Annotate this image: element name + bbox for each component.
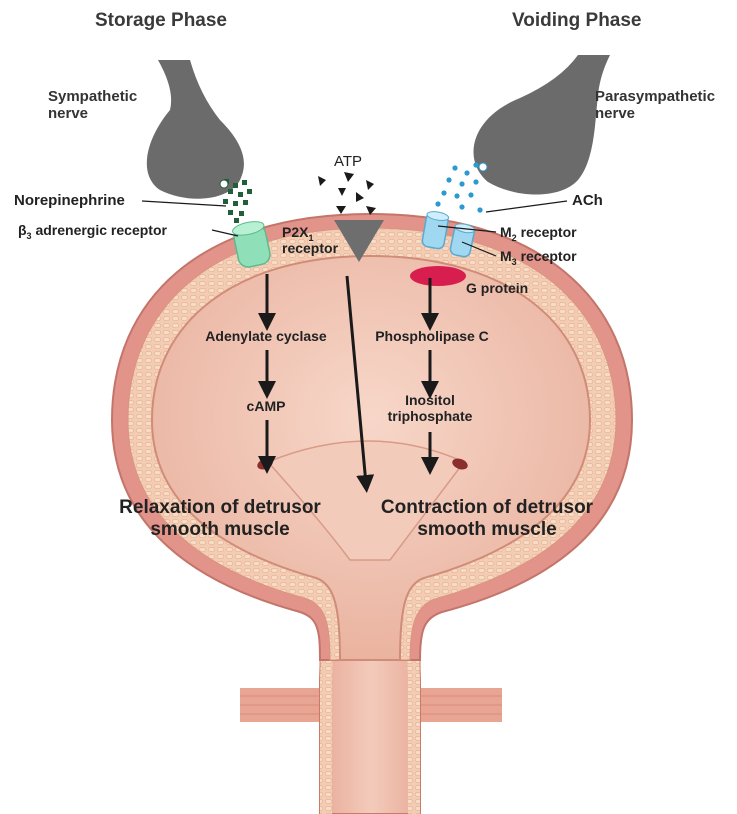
- camp-label: cAMP: [230, 398, 302, 414]
- ach-label: ACh: [572, 192, 603, 209]
- g-protein-shape: [410, 266, 466, 286]
- inositol-triphosphate-label: Inositol triphosphate: [364, 392, 496, 424]
- storage-phase-title: Storage Phase: [95, 10, 227, 32]
- beta3-text: adrenergic receptor: [32, 222, 167, 238]
- inositol-line2: triphosphate: [364, 408, 496, 424]
- norepinephrine-label: Norepinephrine: [14, 192, 125, 209]
- acetylcholine-molecules: [435, 162, 482, 212]
- sympathetic-nerve-line1: Sympathetic: [48, 88, 137, 105]
- p2x-text: P2X: [282, 224, 308, 240]
- relaxation-result-label: Relaxation of detrusor smooth muscle: [104, 497, 336, 541]
- contraction-result-label: Contraction of detrusor smooth muscle: [366, 497, 608, 541]
- parasympathetic-nerve-label: Parasympathetic nerve: [595, 88, 715, 123]
- m3-receptor-label: M3 receptor: [500, 248, 577, 264]
- p2x-subscript: 1: [308, 233, 313, 243]
- parasympathetic-nerve-line1: Parasympathetic: [595, 88, 715, 105]
- g-protein-label: G protein: [466, 280, 528, 296]
- m2-rest: receptor: [517, 224, 577, 240]
- phospholipase-c-label: Phospholipase C: [362, 328, 502, 344]
- sympathetic-vesicle: [220, 180, 228, 188]
- m2-text: M: [500, 224, 512, 240]
- p2x1-receptor-label: P2X1 receptor: [282, 224, 338, 256]
- relaxation-line2: smooth muscle: [104, 519, 336, 541]
- m3-text: M: [500, 248, 512, 264]
- beta3-symbol: β: [18, 222, 27, 238]
- contraction-line2: smooth muscle: [366, 519, 608, 541]
- beta3-subscript: 3: [27, 231, 32, 241]
- atp-label: ATP: [334, 153, 362, 170]
- sympathetic-nerve-line2: nerve: [48, 105, 137, 122]
- m2-subscript: 2: [512, 233, 517, 243]
- contraction-line1: Contraction of detrusor: [366, 497, 608, 519]
- beta3-receptor-label: β3 adrenergic receptor: [18, 222, 167, 238]
- parasympathetic-nerve-line2: nerve: [595, 105, 715, 122]
- adenylate-cyclase-label: Adenylate cyclase: [196, 328, 336, 344]
- relaxation-line1: Relaxation of detrusor: [104, 497, 336, 519]
- inositol-line1: Inositol: [364, 392, 496, 408]
- voiding-phase-title: Voiding Phase: [512, 10, 642, 32]
- parasympathetic-nerve-terminal: [474, 55, 610, 195]
- atp-molecules: [318, 172, 376, 215]
- m3-subscript: 3: [512, 257, 517, 267]
- m3-rest: receptor: [517, 248, 577, 264]
- sympathetic-nerve-terminal: [147, 60, 244, 199]
- m2-receptor-label: M2 receptor: [500, 224, 577, 240]
- parasympathetic-vesicle: [479, 163, 487, 171]
- sympathetic-nerve-label: Sympathetic nerve: [48, 88, 137, 123]
